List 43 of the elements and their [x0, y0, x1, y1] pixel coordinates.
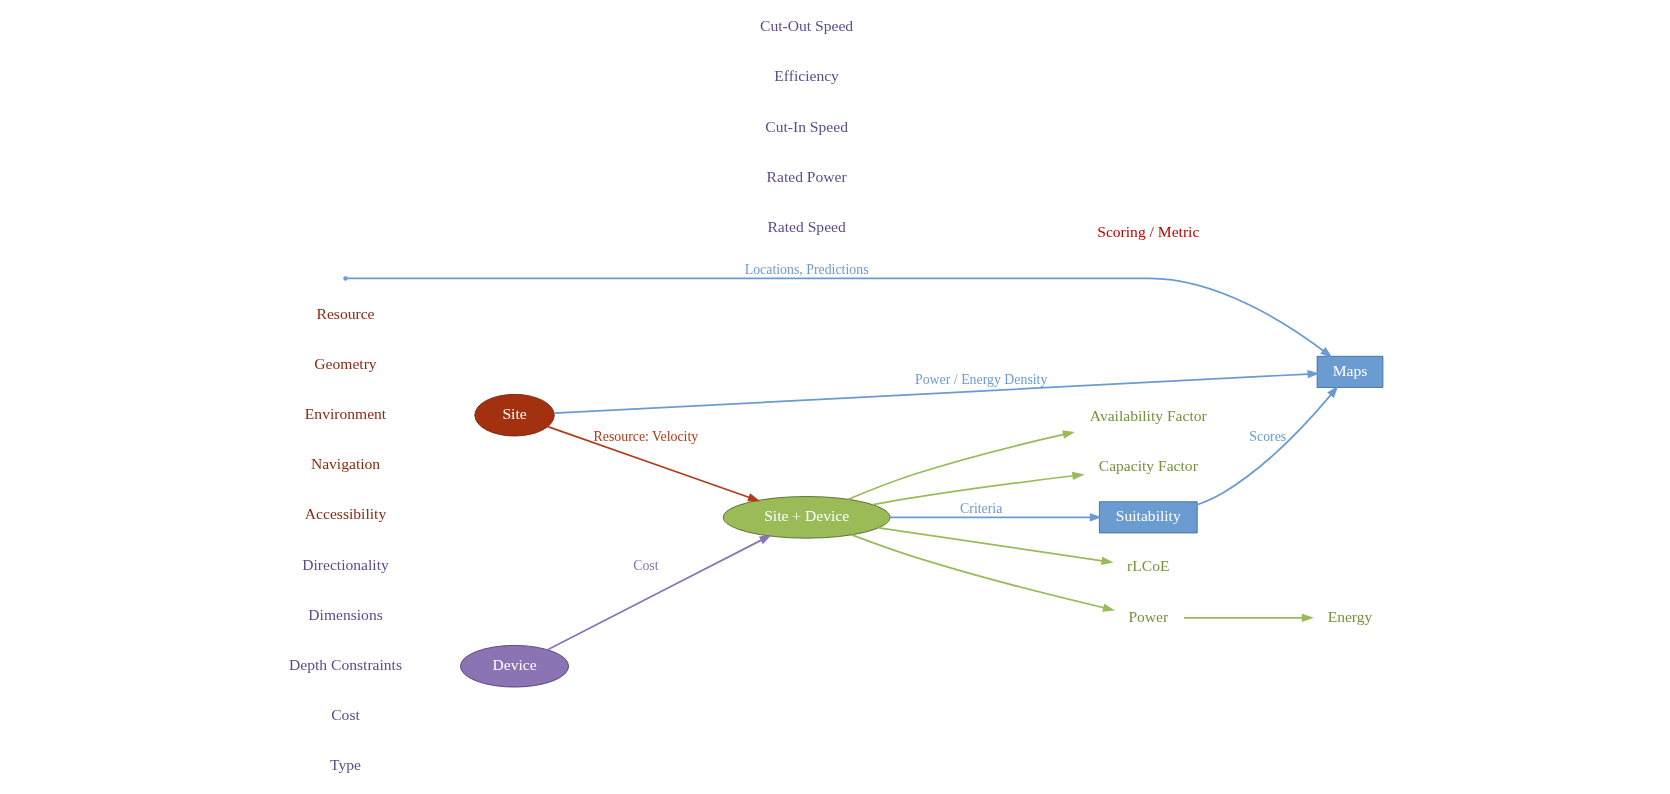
- node-label: Type: [330, 756, 361, 774]
- node-box: Suitability: [1098, 501, 1198, 534]
- label: Scoring / Metric: [1097, 223, 1200, 241]
- edge-label: Cost: [633, 557, 659, 573]
- node-label: Environment: [304, 404, 387, 422]
- node-text: rLCoE: [1127, 557, 1170, 575]
- node-ellipse: Site: [474, 393, 555, 437]
- arrow: [877, 527, 1114, 565]
- node-ellipse: Device: [460, 644, 570, 688]
- node-label: Resource: [316, 304, 375, 322]
- node-label: Dimensions: [308, 605, 383, 623]
- edge-label: Locations, Predictions: [744, 261, 869, 277]
- arrow: [1183, 613, 1314, 622]
- node-text: Power: [1128, 607, 1169, 625]
- node-label: Navigation: [310, 455, 381, 473]
- arrow: [871, 471, 1085, 506]
- node-label: Geometry: [314, 354, 377, 372]
- arrow: [847, 430, 1075, 501]
- arrow: [346, 277, 1333, 358]
- arrow: [553, 369, 1320, 415]
- node-text: Availability Factor: [1089, 406, 1207, 424]
- label: Cut-In Speed: [765, 117, 848, 135]
- node-label: Depth Constraints: [289, 656, 402, 674]
- arrow: [546, 534, 772, 651]
- edge-label: Scores: [1249, 428, 1287, 444]
- node-text: Energy: [1327, 607, 1373, 625]
- node-label: Directionality: [302, 555, 389, 573]
- edge-label: Criteria: [960, 500, 1003, 516]
- arrow: [1196, 385, 1339, 506]
- node-text: Capacity Factor: [1098, 456, 1198, 474]
- label: Rated Speed: [767, 217, 846, 235]
- label: Efficiency: [774, 67, 839, 85]
- label: Rated Power: [766, 167, 847, 185]
- label: Cut-Out Speed: [760, 17, 854, 35]
- node-label: Cost: [331, 706, 360, 724]
- node-ellipse: Site + Device: [722, 496, 891, 539]
- arrow: [889, 513, 1102, 522]
- edge-label: Power / Energy Density: [915, 371, 1048, 387]
- arrow: [547, 425, 761, 502]
- node-box: Maps: [1316, 355, 1384, 388]
- arrow: [851, 534, 1116, 612]
- node-label: Accessibility: [304, 505, 387, 523]
- edge-label: Resource: Velocity: [593, 428, 699, 444]
